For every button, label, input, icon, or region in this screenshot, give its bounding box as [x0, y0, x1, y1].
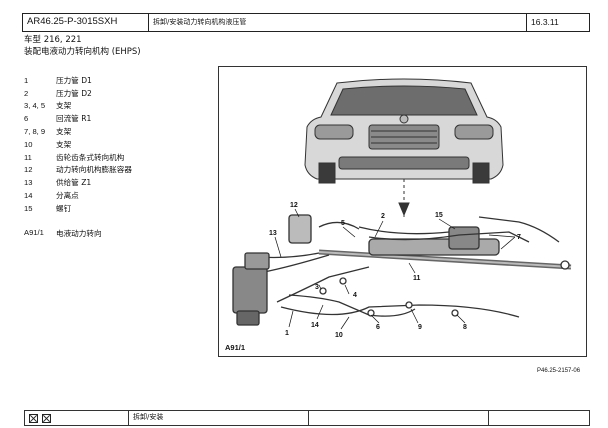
remove-icon	[29, 413, 38, 423]
legend-number: 2	[24, 88, 29, 98]
model-line: 车型 216, 221	[24, 35, 82, 45]
document-header: AR46.25-P-3015SXH 拆卸/安装动力转向机构液压管 16.3.11	[22, 13, 590, 32]
callout-12: 12	[290, 202, 298, 209]
legend-label: 螺钉	[56, 203, 72, 213]
callout-7: 7	[517, 234, 521, 241]
component-label: A91/1	[225, 343, 246, 352]
footer-icons	[25, 411, 129, 425]
document-id: AR46.25-P-3015SXH	[23, 14, 149, 31]
callout-2: 2	[381, 213, 385, 220]
callout-3: 3	[315, 284, 319, 291]
callout-leaders	[274, 208, 516, 330]
figure-code: P46.25-2157-06	[537, 368, 581, 374]
legend-number: 10	[24, 139, 33, 149]
legend-list: 1 压力管 D1 2 压力管 D2 3, 4, 5 支架 6 回流管 R1 7, 8, …	[24, 74, 132, 215]
legend-item: 2 压力管 D2	[24, 87, 132, 100]
legend-number: 7, 8, 9	[24, 127, 46, 137]
callout-4: 4	[353, 292, 357, 299]
steering-hydraulic-diagram: 12 13 5 2 15 7 11 3 4 6 9 8 14 1 10 A91/…	[218, 66, 587, 357]
legend-item: 10 支架	[24, 138, 132, 151]
legend-label: 支架	[56, 127, 72, 137]
callout-labels: 12 13 5 2 15 7 11 3 4 6 9 8 14 1 10	[269, 202, 521, 339]
legend-number: 12	[24, 165, 33, 175]
callout-1: 1	[285, 330, 289, 337]
legend-item: 12 动力转向机构膨胀容器	[24, 164, 132, 177]
callout-13: 13	[269, 230, 277, 237]
diagram-illustration: 12 13 5 2 15 7 11 3 4 6 9 8 14 1 10	[232, 78, 572, 339]
legend-label: 压力管 D2	[56, 88, 92, 98]
footer-cell	[309, 411, 489, 425]
callout-8: 8	[463, 324, 467, 331]
equipment-line: 装配电液动力转向机构 (EHPS)	[24, 47, 141, 57]
legend-item: 14 分离点	[24, 189, 132, 202]
hydraulic-lines-illustration	[232, 214, 572, 326]
callout-5: 5	[341, 220, 345, 227]
car-front-illustration	[304, 78, 504, 217]
legend-label: 支架	[56, 101, 72, 111]
legend-label: 齿轮齿条式转向机构	[56, 152, 125, 162]
legend-label: 电液动力转向	[56, 229, 102, 238]
legend-label: 分离点	[56, 191, 79, 201]
legend-number: 3, 4, 5	[24, 101, 46, 111]
legend-item: 15 螺钉	[24, 202, 132, 215]
legend-number: A91/1	[24, 228, 44, 237]
section-number: 16.3.11	[531, 17, 559, 27]
legend-item: 13 供给管 Z1	[24, 176, 132, 189]
legend-item: 1 压力管 D1	[24, 74, 132, 87]
legend-number: 11	[24, 152, 32, 162]
legend-item: 6 回流管 R1	[24, 112, 132, 125]
legend-number: 13	[24, 178, 33, 188]
footer-action: 拆卸/安装	[129, 411, 309, 425]
legend-number: 15	[24, 203, 33, 213]
legend-item-a91: A91/1 电液动力转向	[24, 228, 102, 239]
legend-item: 3, 4, 5 支架	[24, 100, 132, 113]
callout-11: 11	[413, 275, 421, 282]
legend-item: 7, 8, 9 支架	[24, 125, 132, 138]
callout-15: 15	[435, 212, 443, 219]
legend-label: 支架	[56, 139, 72, 149]
legend-number: 14	[24, 191, 33, 201]
callout-10: 10	[335, 332, 343, 339]
legend-number: 6	[24, 114, 29, 124]
install-icon	[42, 413, 51, 423]
legend-label: 回流管 R1	[56, 114, 92, 124]
legend-item: 11 齿轮齿条式转向机构	[24, 151, 132, 164]
document-title: 拆卸/安装动力转向机构液压管	[149, 14, 527, 31]
callout-14: 14	[311, 322, 319, 329]
legend-label: 供给管 Z1	[56, 178, 92, 188]
legend-label: 压力管 D1	[56, 75, 92, 85]
callout-9: 9	[418, 324, 422, 331]
callout-6: 6	[376, 324, 380, 331]
footer-cell	[489, 411, 589, 425]
legend-label: 动力转向机构膨胀容器	[56, 165, 132, 175]
footer-table: 拆卸/安装	[24, 410, 590, 426]
legend-number: 1	[24, 75, 29, 85]
